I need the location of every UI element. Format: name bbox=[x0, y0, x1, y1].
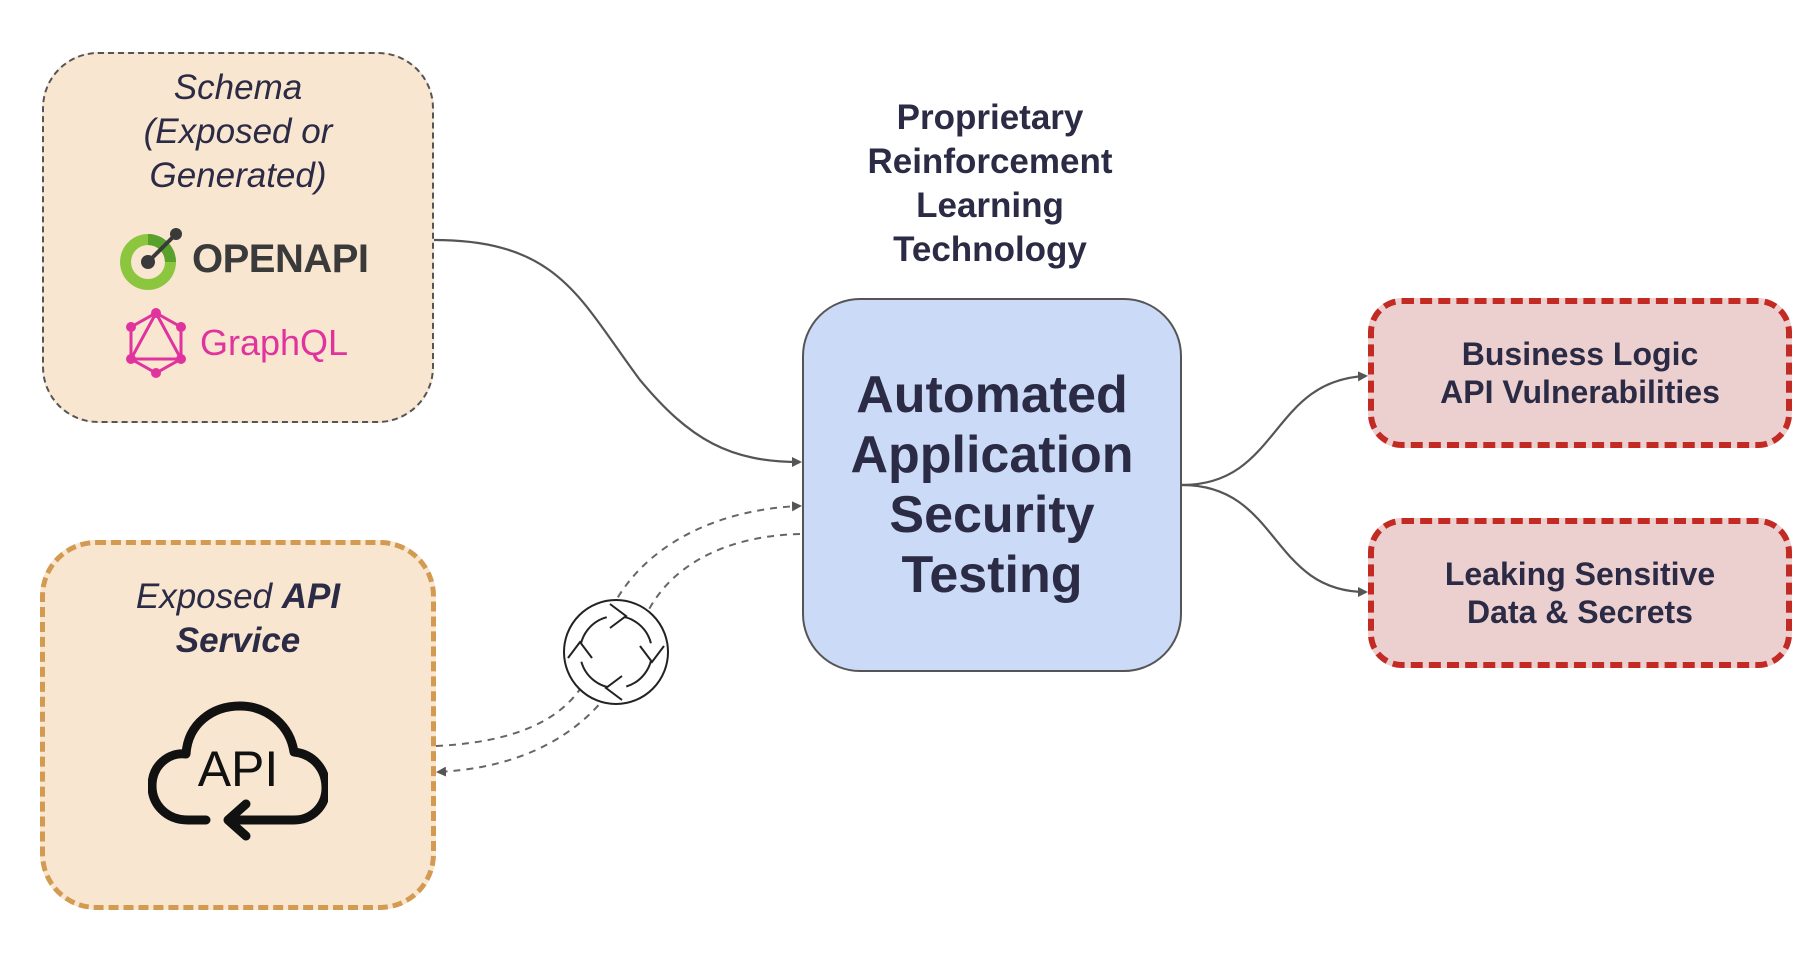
schema-source-box: Schema (Exposed or Generated) bbox=[42, 52, 434, 423]
core-title: Automated Application Security Testing bbox=[822, 365, 1162, 605]
output-business-logic-box: Business Logic API Vulnerabilities bbox=[1368, 298, 1792, 448]
schema-title: Schema (Exposed or Generated) bbox=[44, 66, 432, 198]
cloud-api-label: API bbox=[197, 741, 279, 797]
core-line-2: Application bbox=[850, 426, 1134, 484]
core-line-1: Automated bbox=[856, 366, 1128, 424]
core-line-3: Security bbox=[889, 486, 1095, 544]
output-1-line-1: Business Logic bbox=[1461, 336, 1699, 372]
cloud-return-icon bbox=[148, 701, 328, 841]
api-title-bold-line2: Service bbox=[175, 621, 301, 660]
api-title-italic: Exposed bbox=[135, 577, 282, 616]
output-1-line-2: API Vulnerabilities bbox=[1440, 374, 1720, 410]
schema-title-line-2: (Exposed or bbox=[143, 112, 333, 151]
openapi-logo-icon bbox=[120, 228, 182, 290]
rl-line-3: Learning bbox=[916, 186, 1064, 225]
output-2-line-2: Data & Secrets bbox=[1467, 594, 1693, 630]
graphql-logo: GraphQL bbox=[124, 308, 348, 378]
refresh-cycle-icon bbox=[563, 599, 669, 705]
graphql-logo-icon bbox=[126, 308, 186, 378]
rl-line-1: Proprietary bbox=[896, 98, 1084, 137]
rl-technology-label: Proprietary Reinforcement Learning Techn… bbox=[800, 96, 1180, 272]
output-leaking-data-box: Leaking Sensitive Data & Secrets bbox=[1368, 518, 1792, 668]
schema-title-line-3: Generated) bbox=[149, 156, 327, 195]
openapi-logo: OPENAPI bbox=[118, 226, 369, 292]
core-line-4: Testing bbox=[901, 546, 1083, 604]
schema-title-line-1: Schema bbox=[173, 68, 303, 107]
rl-line-2: Reinforcement bbox=[867, 142, 1113, 181]
api-title-bold: API bbox=[281, 577, 341, 616]
graphql-label: GraphQL bbox=[200, 322, 349, 363]
openapi-label: OPENAPI bbox=[192, 236, 369, 281]
api-service-title: Exposed API Service bbox=[45, 575, 431, 663]
output-2-text: Leaking Sensitive Data & Secrets bbox=[1390, 555, 1770, 631]
api-service-box: Exposed API Service bbox=[40, 540, 436, 910]
core-to-output2-connector bbox=[1181, 483, 1368, 597]
schema-to-core-connector bbox=[433, 238, 802, 467]
core-to-output1-connector bbox=[1181, 371, 1368, 487]
output-1-text: Business Logic API Vulnerabilities bbox=[1390, 335, 1770, 411]
rl-line-4: Technology bbox=[893, 230, 1087, 269]
output-2-line-1: Leaking Sensitive bbox=[1444, 556, 1716, 592]
core-testing-box: Automated Application Security Testing bbox=[802, 298, 1182, 672]
